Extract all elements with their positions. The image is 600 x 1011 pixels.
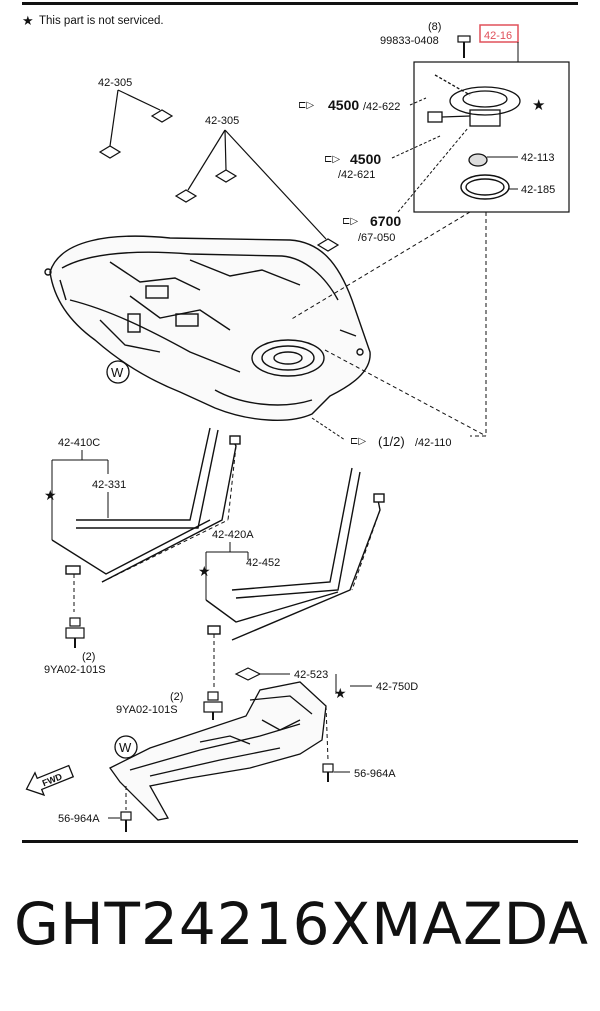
- insulator-label: 42-750D: [376, 681, 418, 693]
- pad-center-icons: [174, 129, 340, 252]
- ring-label: 42-185: [521, 184, 555, 196]
- clip-right-label: 56-964A: [354, 768, 396, 780]
- strap-left-icon: [51, 427, 241, 583]
- star-icon: ★: [22, 13, 34, 28]
- star-icon: ★: [334, 685, 347, 701]
- bolt-mid-label: 9YA02-101S: [116, 704, 178, 716]
- star-icon: ★: [44, 487, 57, 503]
- bolt-top-label: 99833-0408: [380, 35, 439, 47]
- insulator-pad-icon: [234, 667, 262, 681]
- fuel-tank-exploded-diagram: ★ This part is not serviced. (8) 99833-0…: [22, 13, 570, 832]
- pad-left-icons: [98, 89, 174, 159]
- ref-6700-part: /67-050: [358, 232, 395, 244]
- ref-4500b-part: /42-621: [338, 169, 375, 181]
- strap-left-assy-label: 42-410C: [58, 437, 100, 449]
- tank-ref-qty: (1/2): [378, 434, 405, 449]
- bolt-left-qty: (2): [82, 651, 95, 663]
- bolt-top-qty: (8): [428, 21, 441, 33]
- brand-name: MAZDA: [371, 890, 590, 958]
- pump-leader-lines: [289, 211, 487, 437]
- insulator-pad-label: 42-523: [294, 669, 328, 681]
- footer: GHT24216X MAZDA: [0, 890, 600, 958]
- packing-icon: [468, 153, 518, 167]
- ref-6700-icon: ⊏▷: [342, 216, 358, 227]
- pump-kit-box: [413, 61, 570, 213]
- clip-right-icon: [322, 763, 334, 782]
- pad-left-label: 42-305: [98, 77, 132, 89]
- pump-kit-label: 42-16: [484, 30, 512, 42]
- part-number: GHT24216X: [14, 890, 372, 958]
- tank-ref-part: /42-110: [415, 437, 452, 449]
- bolt-mid-icon: [203, 691, 223, 720]
- strap-right-icon: [205, 467, 385, 641]
- ref-4500a-code: 4500: [328, 97, 359, 113]
- star-icon: ★: [532, 97, 545, 114]
- strap-right-assy-label: 42-420A: [212, 529, 254, 541]
- fuel-tank-icon: [44, 235, 371, 421]
- strap-right-leaders: [213, 509, 381, 690]
- notice-text: This part is not serviced.: [39, 15, 164, 27]
- insulator-icon: [109, 681, 327, 821]
- bolt-left-icon: [65, 617, 85, 648]
- pump-kit-highlight: [479, 24, 519, 43]
- lock-ring-icon: [460, 174, 518, 200]
- strap-right-label: 42-452: [246, 557, 280, 569]
- ref-4500a-part: /42-622: [363, 101, 400, 113]
- clip-left-icon: [120, 811, 132, 832]
- bolt-mid-qty: (2): [170, 691, 183, 703]
- ref-6700-code: 6700: [370, 213, 401, 229]
- strap-left-label: 42-331: [92, 479, 126, 491]
- clip-left-label: 56-964A: [58, 813, 100, 825]
- fuel-pump-flange-icon: [427, 74, 521, 127]
- ref-4500b-icon: ⊏▷: [324, 154, 340, 165]
- circle-w-bottom-icon: [114, 735, 138, 759]
- ref-tank-icon: ⊏▷: [350, 436, 366, 447]
- forward-arrow-icon: FWD: [25, 764, 75, 797]
- insulator-leaders: [125, 705, 329, 810]
- circle-w-top-icon: [106, 360, 130, 384]
- ref-4500b-code: 4500: [350, 151, 381, 167]
- top-rule: [22, 2, 578, 5]
- bolt-left-label: 9YA02-101S: [44, 664, 106, 676]
- strap-left-leaders: [73, 445, 237, 612]
- bolt-top-icon: [457, 35, 471, 58]
- circle-w-bottom: W: [119, 740, 132, 755]
- star-icon: ★: [198, 563, 211, 579]
- pad-center-label: 42-305: [205, 115, 239, 127]
- circle-w-top: W: [111, 365, 124, 380]
- packing-label: 42-113: [521, 152, 554, 164]
- ref-4500a-icon: ⊏▷: [298, 100, 314, 111]
- bottom-rule: [22, 840, 578, 843]
